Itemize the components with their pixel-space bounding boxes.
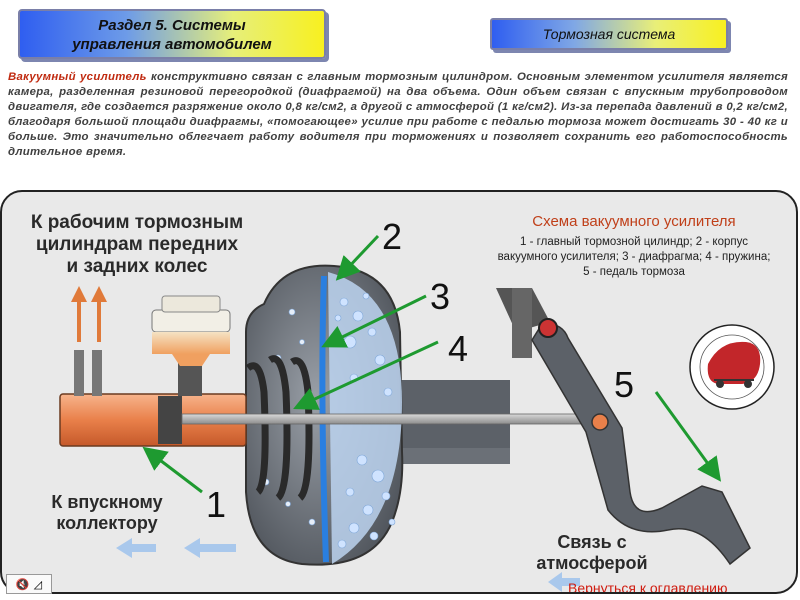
brake-pedal	[531, 318, 751, 566]
label-atmosphere-1: Связь с	[557, 532, 627, 552]
num-4: 4	[448, 328, 469, 369]
author-seal	[689, 324, 775, 410]
booster-diagram	[59, 234, 775, 592]
label-to-wheel-cylinders-3: и задних колес	[66, 256, 208, 277]
pointer-arrows	[142, 234, 722, 494]
arrows-flow-left	[116, 538, 580, 592]
label-atmosphere-2: атмосферой	[536, 553, 648, 573]
slide-nav-icon: 🔇	[15, 578, 30, 591]
slide-nav-button[interactable]: 🔇 ◿	[6, 574, 52, 594]
diagram-panel: К рабочим тормозным цилиндрам передних и…	[0, 190, 798, 594]
num-1: 1	[206, 484, 227, 525]
legend-title: Схема вакуумного усилителя	[532, 213, 736, 230]
label-to-wheel-cylinders-2: цилиндрам передних	[35, 234, 239, 255]
label-atmosphere: Связь с атмосферой	[522, 532, 662, 574]
air-bubbles	[262, 292, 396, 549]
seal-year: 2009г	[722, 370, 743, 379]
label-to-wheel-cylinders-1: К рабочим тормозным	[30, 212, 244, 233]
label-to-intake-1: К впускному	[51, 492, 163, 512]
intro-text: конструктивно связан с главным тормозным…	[8, 71, 788, 158]
label-to-intake: К впускному коллектору	[32, 492, 182, 534]
section-title-line1: Раздел 5. Системы	[98, 17, 246, 34]
master-cylinder	[59, 350, 247, 447]
section-title: Раздел 5. Системы управления автомобилем	[18, 9, 326, 59]
intro-paragraph: Вакуумный усилитель конструктивно связан…	[8, 70, 788, 160]
topic-title: Тормозная система	[490, 18, 728, 50]
back-to-contents-link[interactable]: Вернуться к оглавлению	[568, 580, 728, 594]
num-5: 5	[614, 364, 635, 405]
pedal-bracket	[496, 288, 550, 358]
label-to-wheel-cylinders: К рабочим тормозным цилиндрам передних и…	[12, 212, 262, 278]
label-to-intake-2: коллектору	[56, 513, 158, 533]
num-3: 3	[430, 276, 451, 317]
fluid-reservoir	[151, 295, 231, 366]
section-title-line2: управления автомобилем	[72, 36, 272, 53]
pushrod	[181, 413, 603, 425]
diaphragm	[319, 275, 329, 563]
intro-highlight: Вакуумный усилитель	[8, 71, 147, 83]
num-2: 2	[382, 216, 403, 257]
arrows-to-wheels	[71, 286, 107, 342]
slide-nav-arrow-icon: ◿	[33, 578, 43, 591]
legend-text: 1 - главный тормозной цилиндр; 2 - корпу…	[497, 236, 771, 278]
